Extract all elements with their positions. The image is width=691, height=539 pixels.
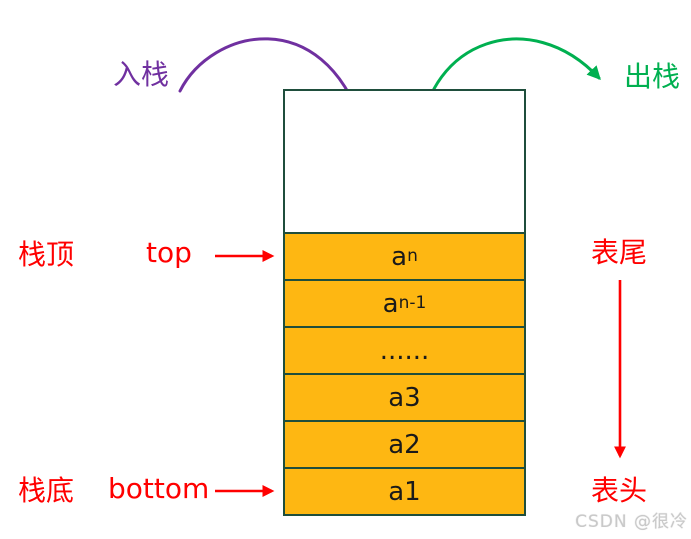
- stack-top-label: 栈顶: [18, 238, 75, 271]
- stack-cell: a3: [285, 373, 524, 420]
- list-head-label: 表头: [591, 474, 648, 507]
- pop-label: 出栈: [624, 60, 681, 93]
- stack-bottom-label: 栈底: [18, 474, 75, 507]
- cell-text: a2: [388, 429, 421, 460]
- stack-empty-space: [285, 91, 524, 232]
- watermark: CSDN @很冷: [575, 512, 688, 532]
- stack-cell: a2: [285, 420, 524, 467]
- cell-text: a: [391, 241, 408, 272]
- stack-cell: ......: [285, 326, 524, 373]
- cell-text: a1: [388, 476, 421, 507]
- cell-text: a3: [388, 382, 421, 413]
- push-label: 入栈: [113, 58, 170, 91]
- cell-text: a: [382, 288, 399, 319]
- cell-subscript: n: [407, 246, 418, 266]
- top-pointer-label: top: [146, 236, 192, 269]
- list-tail-label: 表尾: [591, 236, 648, 269]
- cell-text: ......: [379, 335, 430, 366]
- cell-subscript: n-1: [398, 293, 427, 313]
- stack-cell: a1: [285, 467, 524, 514]
- bottom-pointer-label: bottom: [108, 472, 210, 505]
